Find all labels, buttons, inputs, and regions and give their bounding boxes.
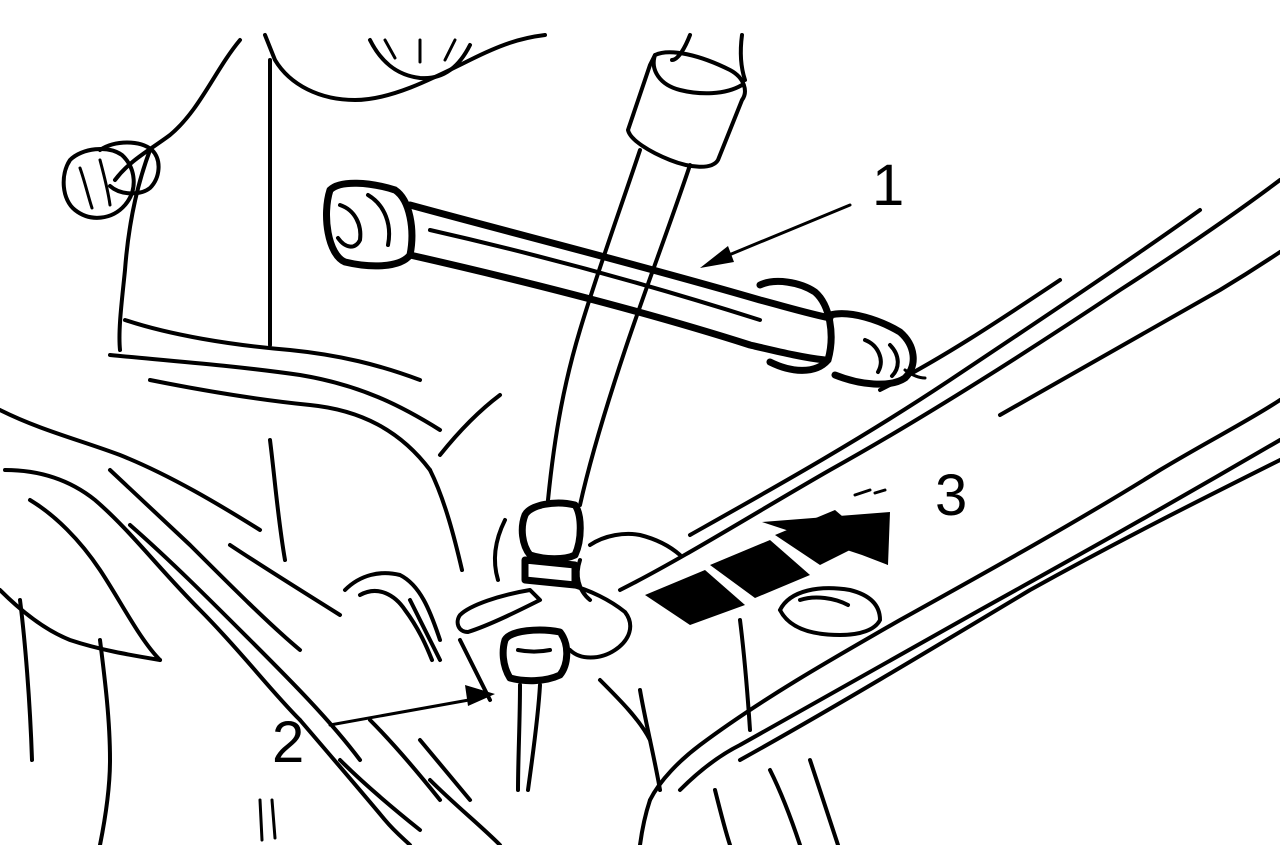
item-3-direction-arrow	[645, 488, 890, 625]
callout-leaders	[328, 203, 852, 727]
callout-number-3: 3	[935, 463, 967, 528]
item-1-tool	[323, 179, 927, 388]
engine-bay-outline	[0, 33, 1280, 845]
brake-line-vertical	[455, 33, 747, 792]
callout-number-2: 2	[272, 710, 304, 775]
callout-number-1: 1	[872, 153, 904, 218]
